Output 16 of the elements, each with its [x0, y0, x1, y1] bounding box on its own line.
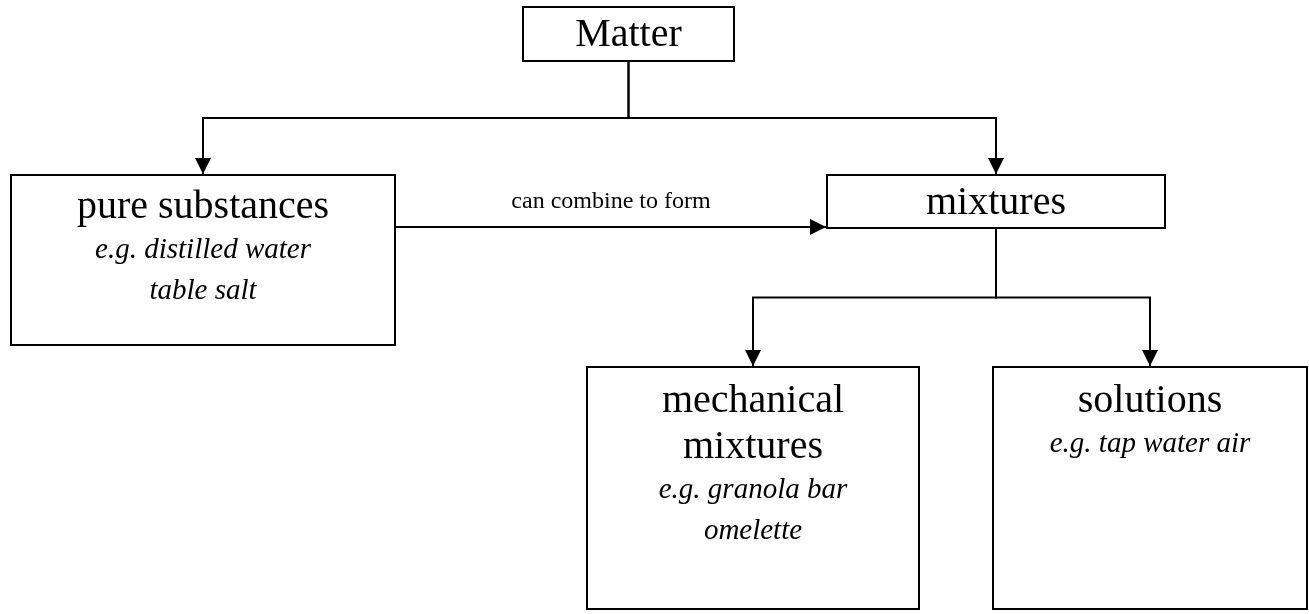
category-title: mechanical mixtures — [660, 376, 846, 468]
arrow — [995, 228, 1158, 367]
category-title: pure substances — [76, 182, 330, 228]
concept-box — [522, 6, 735, 62]
example-text: e.g. granola bar omelette — [657, 471, 849, 547]
category-title: solutions — [1077, 376, 1223, 422]
category-title: mixtures — [926, 178, 1066, 224]
concept-box — [826, 174, 1166, 229]
category-box — [586, 366, 920, 610]
example-text: e.g. tap water air — [1049, 425, 1251, 460]
example-text: e.g. distilled water table salt — [94, 231, 312, 307]
category-title: Matter — [575, 10, 682, 56]
category-box — [10, 174, 396, 346]
arrow — [627, 61, 1004, 175]
arrow — [395, 219, 827, 235]
category-box — [992, 366, 1308, 610]
